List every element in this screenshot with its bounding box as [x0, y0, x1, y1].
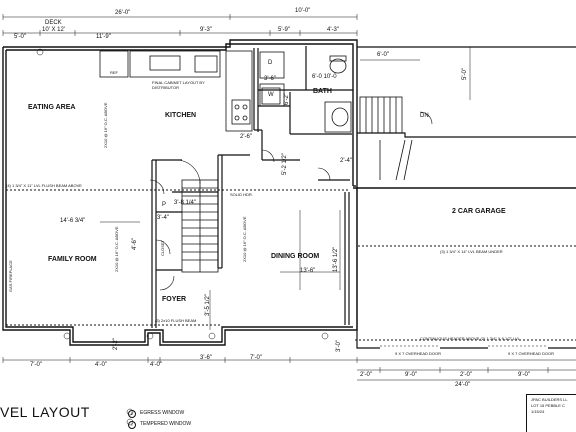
- p-label: P: [162, 202, 167, 208]
- garage-stairs: [359, 96, 413, 181]
- joist-family: 2X10 @ 16" O.C. ABOVE: [114, 226, 119, 272]
- dim-bot-4-0-b: 4'-0": [150, 362, 162, 368]
- beam-eating: (4) 1 3/4" X 11" LVL FLUSH BEAM ABOVE: [6, 183, 82, 188]
- egress-marker: E: [128, 409, 136, 418]
- dim-2-6: 2'-6": [240, 134, 252, 140]
- dim-3-0: 3'-0": [336, 340, 342, 352]
- dim-2-4-right: 2'-4": [340, 158, 352, 164]
- room-dining: DINING ROOM: [271, 253, 320, 260]
- beam-garage: (3) 1 3/4" X 14" LVL BEAM UNDER: [440, 249, 503, 254]
- deck-label: DECK: [45, 20, 62, 26]
- overhead-door-a: 9 X 7 OVERHEAD DOOR: [395, 351, 442, 356]
- dim-24-0: 24'-0": [455, 382, 471, 388]
- dim-3-6: 3'-6": [264, 76, 276, 82]
- dim-bath: 6'-0 10'-0: [312, 74, 337, 80]
- room-garage: 2 CAR GARAGE: [452, 208, 506, 215]
- dim-2-2: 2'-2": [113, 338, 119, 350]
- exterior-walls: [2, 39, 576, 346]
- dim-top-9-3: 9'-3": [200, 27, 212, 33]
- dim-bot-3-6: 3'-6": [200, 355, 212, 361]
- dim-top-5: 5'-0": [14, 34, 26, 40]
- kitchen-counters: [99, 50, 285, 132]
- title-block: JPAC BUILDERS LL LOT 15 PEBBLE C 1/15/24: [526, 394, 576, 432]
- dimension-lines: [2, 14, 576, 381]
- dim-3-5-half: 3'-5 1/2": [205, 294, 211, 316]
- room-eating-area: EATING AREA: [28, 104, 76, 111]
- dim-top-4-3: 4'-3": [327, 27, 339, 33]
- dim-top-right: 10'-0": [295, 8, 311, 14]
- deck-size: 10' X 12': [42, 27, 65, 33]
- dim-3-8-1q: 3'-8 1/4": [174, 200, 196, 206]
- page-title: VEL LAYOUT: [0, 404, 90, 420]
- dn-label: DN: [420, 113, 429, 119]
- dim-garage-5-0: 5'-0": [462, 68, 468, 80]
- dim-5-2-half: 5'-2 1/2": [282, 153, 288, 175]
- garage-walls: [356, 46, 576, 349]
- door-swings: [149, 111, 433, 291]
- dim-14-6-3q: 14'-6 3/4": [60, 218, 86, 224]
- room-bath: BATH: [313, 88, 332, 95]
- ref-label: REF: [110, 70, 118, 75]
- tempered-marker: T: [128, 420, 136, 429]
- dim-top-11-9: 11'-9": [96, 34, 111, 40]
- legend-tempered: T TEMPERED WINDOW: [128, 419, 191, 430]
- header-garage: CONTINUOUS HEADER ABOVE (2) 1 3/4" X 9 1…: [420, 336, 520, 341]
- legend: E EGRESS WINDOW T TEMPERED WINDOW: [128, 408, 191, 430]
- dim-top-5-9: 5'-9": [278, 27, 290, 33]
- bath-fixtures: [324, 55, 352, 133]
- dim-6-2: 6'-2": [284, 93, 290, 105]
- room-kitchen: KITCHEN: [165, 112, 197, 119]
- legend-egress-label: EGRESS WINDOW: [140, 410, 185, 416]
- dim-9-0-b: 9'-0": [518, 372, 530, 378]
- legend-egress: E EGRESS WINDOW: [128, 408, 191, 419]
- dim-13-6: 13'-6": [300, 268, 316, 274]
- title-block-lot: LOT 15 PEBBLE C: [531, 403, 565, 408]
- dim-2-0-a: 2'-0": [360, 372, 372, 378]
- title-block-date: 1/15/24: [531, 409, 545, 414]
- closet-label: CLOSET: [160, 239, 165, 256]
- joist-eating: 2X10 @ 16" O.C. ABOVE: [103, 102, 108, 148]
- dim-top-overall: 26'-0": [115, 10, 131, 16]
- room-foyer: FOYER: [162, 296, 187, 303]
- cabinet-note: FINAL CABINET LAYOUT BY DISTRIBUTOR: [152, 80, 205, 90]
- beam-foyer: (3) 2x10 FLUSH BEAM: [155, 318, 197, 323]
- title-block-builder: JPAC BUILDERS LL: [531, 397, 568, 402]
- dim-3-4: 3'-4": [157, 215, 169, 221]
- beams: [6, 189, 576, 341]
- d-label: D: [268, 60, 273, 66]
- main-stairs: [181, 179, 219, 273]
- dim-2-0-b: 2'-0": [460, 372, 472, 378]
- dim-13-6-half: 13'-6 1/2": [333, 246, 339, 272]
- joist-dining: 2X10 @ 16" O.C. ABOVE: [242, 216, 247, 262]
- window-markers: [36, 48, 329, 426]
- dim-bot-4-0-a: 4'-0": [95, 362, 107, 368]
- room-family: FAMILY ROOM: [48, 256, 97, 263]
- dim-bot-7-0-a: 7'-0": [30, 362, 42, 368]
- legend-tempered-label: TEMPERED WINDOW: [140, 421, 192, 427]
- gas-fireplace: GAS FIREPLACE: [8, 260, 13, 292]
- dim-garage-6-0: 6'-0": [377, 52, 389, 58]
- overhead-door-b: 9 X 7 OVERHEAD DOOR: [508, 351, 555, 356]
- solid-hdr: SOLID HDR.: [230, 192, 253, 197]
- w-label: W: [268, 92, 274, 98]
- dim-9-0-a: 9'-0": [405, 372, 417, 378]
- dim-4-6: 4'-6": [132, 238, 138, 250]
- dim-bot-7-0-b: 7'-0": [250, 355, 262, 361]
